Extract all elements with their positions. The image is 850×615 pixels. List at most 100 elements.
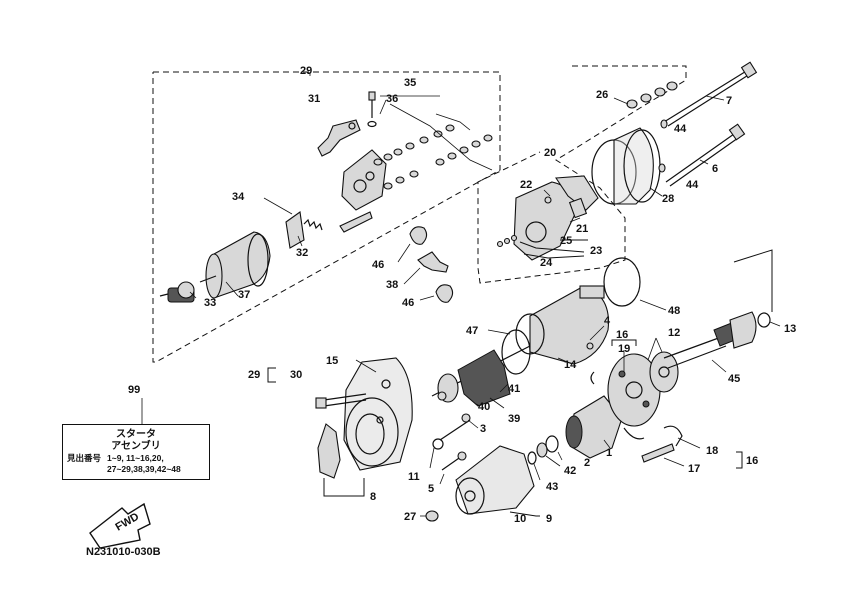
cap-13 [757,312,771,328]
group-20-outline [477,65,687,284]
callout-38: 38 [386,279,398,291]
callout-32: 32 [296,247,308,259]
callout-7: 7 [726,95,732,107]
callout-48: 48 [668,305,680,317]
assembly-ref-row: 見出番号 1~9, 11~16,20, [63,453,209,464]
callout-22: 22 [520,179,532,191]
ring-42 [536,442,548,458]
callout-37: 37 [238,289,250,301]
solenoid-cover [341,149,387,211]
small-bolt [368,91,376,101]
callout-16b: 16 [746,455,758,467]
assembly-ref-label: 見出番号 [67,453,102,463]
armature [431,345,531,407]
callout-13: 13 [784,323,796,335]
drawing-number: N231010-030B [86,546,161,558]
callout-41: 41 [508,383,520,395]
end-cover [591,127,661,205]
callout-40: 40 [478,401,490,413]
bolt-30 [315,393,367,409]
callout-44a: 44 [674,123,687,135]
group-29-outline [152,71,501,363]
o-ring-48 [603,257,641,307]
assembly-callout-99: 99 [128,384,141,396]
callout-14: 14 [564,359,577,371]
callout-1: 1 [606,447,612,459]
o-ring-47 [501,329,531,375]
drive-housing [343,357,413,471]
washer-44-lower [658,163,666,173]
through-bolt-7 [663,61,758,127]
assembly-info-box: スタータ アセンブリ 見出番号 1~9, 11~16,20, 27~29,38,… [62,424,210,480]
callout-6: 6 [712,163,718,175]
return-spring [303,218,323,231]
bolt-17 [641,443,675,463]
yoke-housing [515,285,610,365]
callout-8: 8 [370,491,376,503]
callout-45: 45 [728,373,740,385]
front-housing [455,445,535,515]
assembly-title: スタータ [116,429,156,440]
callout-46b: 46 [402,297,414,309]
wire-clip-lower [435,284,454,303]
callout-4: 4 [604,315,611,327]
callout-18: 18 [706,445,718,457]
callout-21: 21 [576,223,588,235]
callout-33: 33 [204,297,216,309]
nut-washer-set-26 [626,81,678,109]
callout-42: 42 [564,465,576,477]
washer-44-upper [660,119,668,129]
nut-washer-set-35 [373,124,493,190]
plunger-plate [285,211,305,249]
assembly-ref-line1: 1~9, 11~16,20, [107,453,164,463]
callout-19: 19 [618,343,630,355]
plug-27 [425,510,439,522]
callout-2: 2 [584,457,590,469]
callout-9: 9 [546,513,552,525]
callout-3: 3 [480,423,486,435]
callout-43: 43 [546,481,558,493]
assembly-ref-line2: 27~29,38,39,42~48 [107,464,181,474]
callout-17: 17 [688,463,700,475]
output-shaft [663,311,757,369]
assembly-ref-row-2: 27~29,38,39,42~48 [63,464,209,475]
callout-25: 25 [560,235,572,247]
fwd-arrow: FWD [89,502,151,549]
assembly-subtitle: アセンブリ [111,441,161,452]
shift-lever [317,423,341,479]
callout-15: 15 [326,355,338,367]
callout-31: 31 [308,93,320,105]
callout-10: 10 [514,513,526,525]
wire-bracket [417,251,449,273]
callout-5: 5 [428,483,434,495]
callout-24: 24 [540,257,553,269]
callout-34: 34 [232,191,245,203]
plunger [159,281,195,303]
callout-44b: 44 [686,179,699,191]
callout-29a: 29 [300,65,312,77]
callout-12: 12 [668,327,680,339]
spring-clip [590,371,595,385]
pinion-clutch [565,395,623,459]
ring-43 [527,451,537,465]
callout-26: 26 [596,89,608,101]
solenoid-bracket [317,119,361,157]
callout-28: 28 [662,193,674,205]
callout-27: 27 [404,511,416,523]
callout-16a: 16 [616,329,628,341]
washer-11 [432,438,444,450]
callout-47: 47 [466,325,478,337]
callout-36: 36 [386,93,398,105]
washer-2 [545,435,559,453]
callout-35: 35 [404,77,416,89]
wire-clip-upper [409,226,428,245]
callout-46a: 46 [372,259,384,271]
planet-gear [649,351,679,393]
callout-11: 11 [408,471,420,483]
callout-20: 20 [544,147,556,159]
callout-39: 39 [508,413,520,425]
callout-29b: 29 [248,369,260,381]
solenoid-body [199,231,271,299]
callout-23: 23 [590,245,602,257]
